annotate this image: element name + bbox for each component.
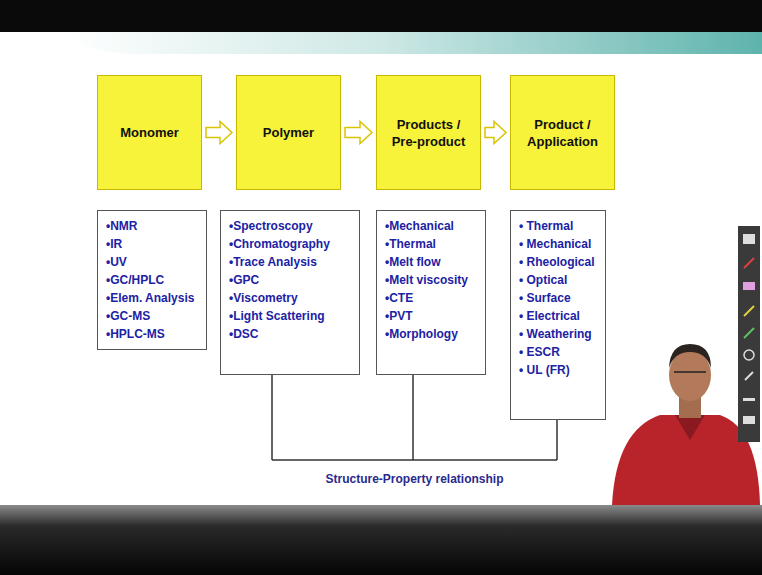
method-item: •CTE xyxy=(385,289,477,307)
stage-box: Product / Application xyxy=(510,75,615,190)
header-band xyxy=(60,32,762,54)
method-item: •Elem. Analysis xyxy=(106,289,198,307)
method-item: • Electrical xyxy=(519,307,597,325)
stage-name: Products / Pre-product xyxy=(383,116,474,150)
method-item: •DSC xyxy=(229,325,351,343)
method-item: •UV xyxy=(106,253,198,271)
bottom-bar xyxy=(0,505,762,575)
tool-icon xyxy=(744,350,754,360)
toolbar xyxy=(738,226,760,442)
relationship-label: Structure-Property relationship xyxy=(272,472,557,486)
flow-arrow xyxy=(206,122,232,144)
stage-box: Products / Pre-product xyxy=(376,75,481,190)
method-item: • UL (FR) xyxy=(519,361,597,379)
method-item: •HPLC-MS xyxy=(106,325,198,343)
method-list-box: •NMR•IR•UV•GC/HPLC•Elem. Analysis•GC-MS•… xyxy=(97,210,207,350)
method-list-box: •Mechanical•Thermal•Melt flow•Melt visco… xyxy=(376,210,486,375)
stage-box: Monomer xyxy=(97,75,202,190)
method-item: •Trace Analysis xyxy=(229,253,351,271)
method-item: • Mechanical xyxy=(519,235,597,253)
tool-icon xyxy=(743,234,755,244)
method-item: •PVT xyxy=(385,307,477,325)
method-item: •GC-MS xyxy=(106,307,198,325)
method-item: • ESCR xyxy=(519,343,597,361)
method-item: •Spectroscopy xyxy=(229,217,351,235)
method-list-box: • Thermal• Mechanical• Rheological• Opti… xyxy=(510,210,606,420)
method-item: •Light Scattering xyxy=(229,307,351,325)
method-item: •Melt flow xyxy=(385,253,477,271)
presenter-glasses xyxy=(674,371,706,373)
method-item: •Chromatography xyxy=(229,235,351,253)
stage-box: Polymer xyxy=(236,75,341,190)
stage-name: Polymer xyxy=(263,124,314,141)
method-item: •Morphology xyxy=(385,325,477,343)
method-item: •Viscometry xyxy=(229,289,351,307)
stage-name: Monomer xyxy=(120,124,179,141)
method-item: •IR xyxy=(106,235,198,253)
stage-name: Product / Application xyxy=(517,116,608,150)
tool-icon xyxy=(744,328,754,338)
tool-icon xyxy=(743,416,755,424)
presenter xyxy=(612,344,760,505)
presenter-collar xyxy=(675,415,705,440)
method-item: • Weathering xyxy=(519,325,597,343)
top-bar xyxy=(0,0,762,32)
tool-icon xyxy=(743,398,755,401)
tool-icon xyxy=(744,306,754,316)
method-item: •GC/HPLC xyxy=(106,271,198,289)
presenter-hair xyxy=(669,344,711,368)
flow-arrow xyxy=(485,122,506,144)
method-item: • Rheological xyxy=(519,253,597,271)
tool-icon xyxy=(745,372,753,380)
method-item: •Mechanical xyxy=(385,217,477,235)
tool-icon xyxy=(743,282,755,290)
presenter-shirt xyxy=(612,415,760,505)
method-item: • Surface xyxy=(519,289,597,307)
flow-arrow xyxy=(345,122,372,144)
tool-icon xyxy=(744,258,754,268)
method-item: •NMR xyxy=(106,217,198,235)
method-item: •GPC xyxy=(229,271,351,289)
toolbar-panel xyxy=(738,226,760,442)
method-item: •Thermal xyxy=(385,235,477,253)
method-item: • Optical xyxy=(519,271,597,289)
method-item: • Thermal xyxy=(519,217,597,235)
method-list-box: •Spectroscopy•Chromatography•Trace Analy… xyxy=(220,210,360,375)
method-item: •Melt viscosity xyxy=(385,271,477,289)
